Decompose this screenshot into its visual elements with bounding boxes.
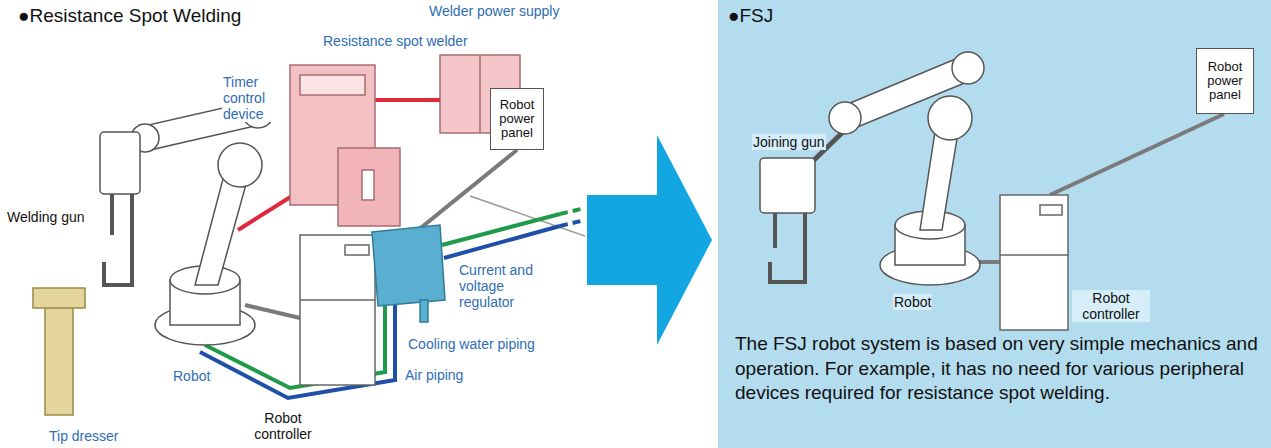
callout-label: Welding gun — [6, 209, 86, 225]
callout-label: Timer control device — [222, 74, 288, 122]
robot-arm — [131, 96, 274, 345]
robot-controller-cabinet — [1000, 195, 1068, 330]
robot-controller-cabinet — [1000, 254, 1068, 256]
robot-controller-cabinet — [1000, 195, 1068, 330]
floor-line — [470, 196, 585, 236]
box-label: Robot power panel — [1200, 60, 1250, 103]
spot-welding-illustration — [0, 0, 585, 448]
callout-label: Welder power supply — [428, 3, 560, 19]
air-pipe — [560, 220, 585, 226]
signal-cable — [1050, 114, 1224, 195]
joining-gun — [760, 158, 815, 213]
welder-power-supply-cabinet — [479, 55, 481, 133]
tip-dresser — [33, 288, 85, 415]
power-cable — [375, 98, 440, 102]
robot-arm — [829, 102, 861, 134]
welding-gun — [100, 132, 140, 194]
joining-gun — [760, 158, 815, 282]
power-cable — [238, 196, 292, 230]
power-panel-box: Robot power panel — [1196, 48, 1254, 114]
callout-label: Robot controller — [244, 410, 322, 442]
block-arrow — [587, 135, 712, 345]
welding-gun — [104, 194, 132, 285]
box-label: Robot power panel — [494, 98, 540, 141]
welding-gun — [110, 194, 114, 235]
spot-welder-box — [338, 148, 400, 226]
callout-label: Joining gun — [752, 134, 826, 150]
robot-controller-cabinet — [1040, 205, 1062, 215]
air-pipe — [200, 220, 585, 398]
callout-label: Tip dresser — [48, 428, 120, 444]
scene-panel: ●Resistance Spot WeldingRobot power pane… — [0, 0, 585, 448]
signal-cable — [245, 305, 300, 318]
robot-arm — [218, 143, 262, 187]
spot-welder-box — [362, 170, 374, 200]
cooling-water-pipe — [560, 208, 585, 214]
callout-label: Robot — [172, 368, 211, 384]
tip-dresser — [45, 305, 73, 415]
spot-welder-box — [338, 148, 400, 226]
floor-line — [470, 196, 585, 236]
robot-arm — [928, 96, 972, 140]
fsj-drawing — [760, 52, 1224, 330]
callout-label: Cooling water piping — [407, 336, 536, 352]
panel-heading: ●FSJ — [728, 6, 773, 27]
callout-label: Current and voltage regulator — [458, 262, 560, 310]
joining-gun — [773, 213, 777, 248]
air-pipe — [444, 226, 560, 258]
callout-label: Robot controller — [1072, 290, 1150, 322]
regulator-unit — [372, 225, 445, 306]
robot-controller-cabinet — [300, 299, 375, 301]
robot-arm — [952, 52, 984, 84]
callout-label: Robot — [893, 294, 932, 310]
fsj-illustration — [718, 0, 1271, 448]
panel-body: The FSJ robot system is based on very si… — [735, 332, 1263, 406]
joining-gun — [770, 213, 805, 282]
robot-arm — [812, 52, 984, 285]
panel-heading: ●Resistance Spot Welding — [18, 6, 241, 27]
robot-controller-cabinet — [345, 245, 369, 255]
callout-label: Resistance spot welder — [322, 33, 469, 49]
timer-control-cabinet — [290, 65, 375, 205]
timer-control-cabinet — [300, 75, 365, 95]
robot-controller-cabinet — [300, 235, 375, 385]
power-panel-box: Robot power panel — [490, 88, 544, 150]
robot-controller-cabinet — [300, 235, 375, 385]
welding-gun — [100, 132, 140, 285]
timer-control-cabinet — [290, 65, 375, 205]
tip-dresser — [33, 288, 85, 308]
regulator-unit — [372, 225, 445, 322]
callout-label: Air piping — [404, 367, 464, 383]
scene-panel: ●FSJ The FSJ robot system is based on ver… — [718, 0, 1271, 448]
regulator-unit — [420, 300, 428, 322]
